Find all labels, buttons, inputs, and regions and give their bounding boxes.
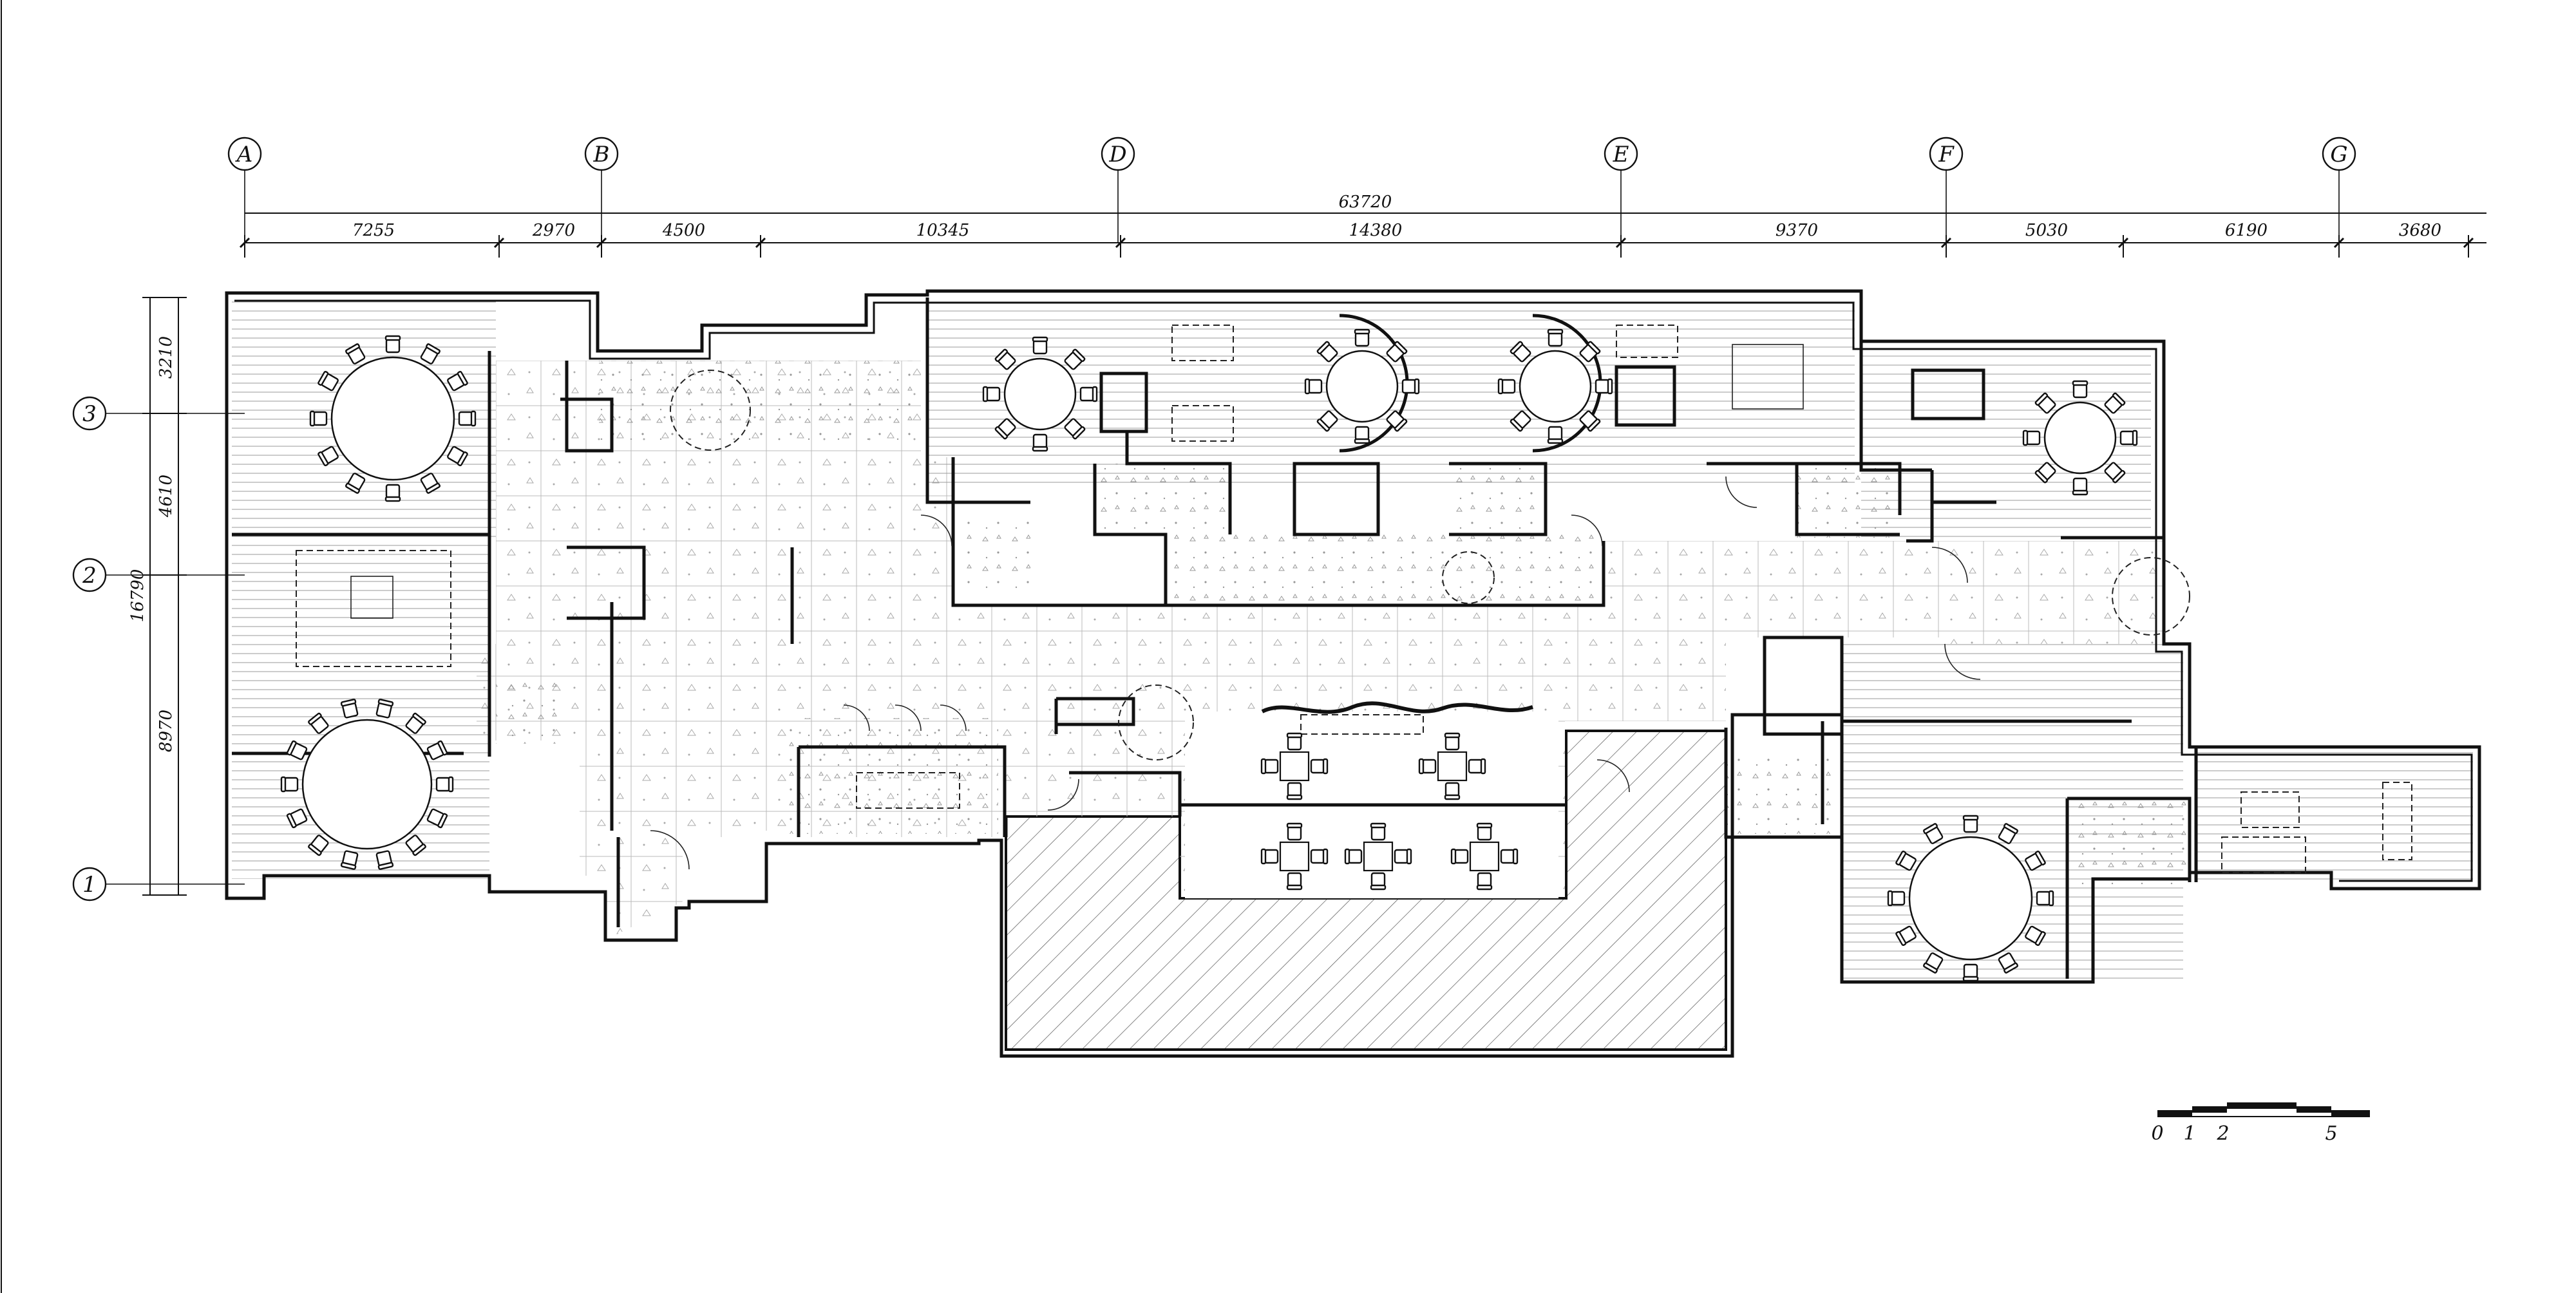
left-dimension-label: 4610 (156, 475, 176, 518)
dimension-label: 6190 (2225, 221, 2268, 240)
four-top-tables (1260, 732, 1519, 891)
scale-label-1: 1 (2183, 1122, 2195, 1145)
grid-label-2: 2 (82, 563, 97, 589)
left-dimension-chain (142, 297, 187, 896)
round-table-large-a2 (280, 698, 454, 871)
room-vip-g (2196, 747, 2473, 882)
grid-label-3: 3 (82, 401, 97, 427)
exterior-wall-inner (234, 299, 2473, 882)
scale-label-0: 0 (2151, 1122, 2163, 1145)
dimension-label: 4500 (662, 221, 705, 240)
circular-features (670, 370, 2190, 760)
dimension-label: 5030 (2025, 221, 2068, 240)
dimension-label: 10345 (916, 221, 970, 240)
round-table-large-a1 (309, 335, 477, 502)
grid-label-a: A (235, 142, 253, 167)
round-table-d1 (982, 336, 1098, 452)
grid-bubbles-top (227, 137, 2356, 243)
door-swings (650, 476, 1981, 870)
wavy-counter (1261, 701, 1533, 714)
dimension-label: 7255 (352, 221, 395, 240)
service-areas (496, 361, 2186, 885)
grid-label-b: B (593, 142, 610, 167)
scale-label-5: 5 (2325, 1122, 2337, 1145)
four-seat-table (1260, 732, 1329, 800)
grid-label-d: D (1108, 142, 1126, 167)
four-seat-table (1344, 822, 1412, 891)
dimension-label: 14380 (1349, 221, 1403, 240)
overall-left-dimension-label: 16790 (128, 569, 147, 623)
grid-label-f: F (1938, 142, 1955, 167)
scale-label-2: 2 (2216, 1122, 2229, 1145)
dimension-label: 2970 (532, 221, 575, 240)
overall-dimension-label: 63720 (1339, 193, 1392, 212)
round-table-d2 (1304, 328, 1420, 444)
left-dimension-label: 8970 (156, 710, 176, 752)
round-table-e1 (1497, 328, 1613, 444)
round-table-south (1887, 815, 2054, 982)
rect-tables (296, 325, 2412, 873)
scale-bar (2157, 1102, 2370, 1117)
grid-label-e: E (1613, 142, 1629, 167)
grid-label-g: G (2330, 142, 2347, 167)
four-seat-table (1418, 732, 1486, 800)
grid-label-1: 1 (82, 872, 97, 898)
four-seat-table (1450, 822, 1519, 891)
interior-walls (232, 297, 2198, 979)
grid-bubbles-left (72, 396, 245, 901)
four-seat-table (1260, 822, 1329, 891)
round-tables (280, 328, 2138, 982)
round-table-f1 (2022, 380, 2138, 496)
dimension-label: 3680 (2399, 221, 2441, 240)
top-dimension-chain (239, 212, 2486, 258)
dimension-label: 9370 (1776, 221, 1818, 240)
left-dimension-label: 3210 (156, 336, 176, 379)
exterior-wall (225, 289, 2481, 1058)
